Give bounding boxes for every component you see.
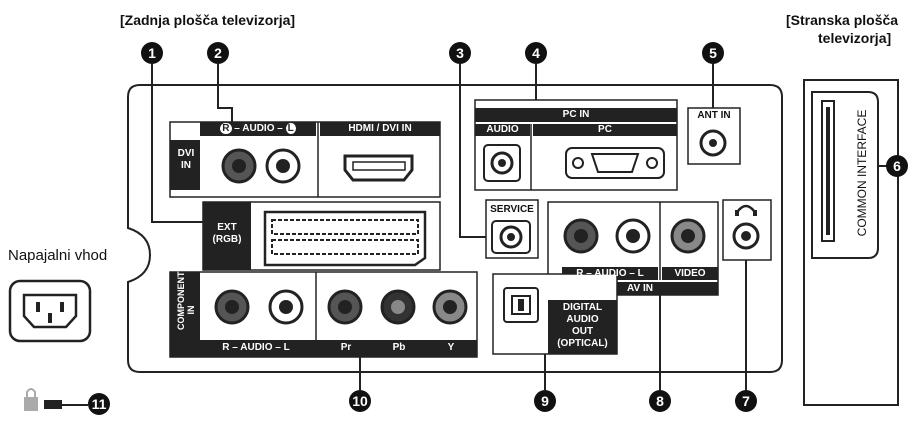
callout-1: 1 [141,42,163,64]
headphone-icon [737,204,755,212]
component-audio-label: R – AUDIO – L [222,342,290,353]
dvi-in-label-bg [170,140,200,190]
vga-port [590,153,640,173]
scart-port [263,210,427,267]
callout-10: 10 [349,390,371,412]
side-panel-title-line1: [Stranska plošča [786,12,899,28]
video-label: VIDEO [674,268,706,279]
rear-panel-outline [127,84,783,373]
side-panel-outline [803,79,899,406]
callout-2: 2 [207,42,229,64]
callout-6: 6 [886,155,908,177]
av-in-label: AV IN [627,283,653,294]
pc-audio-label: AUDIO [486,124,519,135]
ant-in-label: ANT IN [697,110,731,121]
dvi-audio-label: R – AUDIO – L [220,123,296,134]
pc-in-label: PC IN [562,109,590,120]
av-audio-label: R – AUDIO – L [576,268,644,279]
pc-label: PC [598,124,612,135]
callout-7: 7 [735,390,757,412]
callout-9: 9 [534,390,556,412]
side-panel-title-line2: televizorja] [818,30,892,46]
callout-3: 3 [449,42,471,64]
service-label: SERVICE [490,204,534,215]
callout-11: 11 [88,393,110,415]
kensington-lock-icon [24,397,38,411]
callout-5: 5 [702,42,724,64]
power-input-label: Napajalni vhod [8,247,108,264]
callout-8: 8 [649,390,671,412]
common-interface-label: COMMON INTERFACE [855,109,869,237]
callout-4: 4 [525,42,547,64]
pb-label: Pb [392,342,406,353]
pr-label: Pr [340,342,352,353]
ext-rgb-label: EXT(RGB) [212,222,242,245]
hdmi-header-bar [320,122,440,136]
y-label: Y [447,342,455,353]
hdmi-label: HDMI / DVI IN [348,123,412,134]
rear-panel-title: [Zadnja plošča televizorja] [120,12,296,28]
